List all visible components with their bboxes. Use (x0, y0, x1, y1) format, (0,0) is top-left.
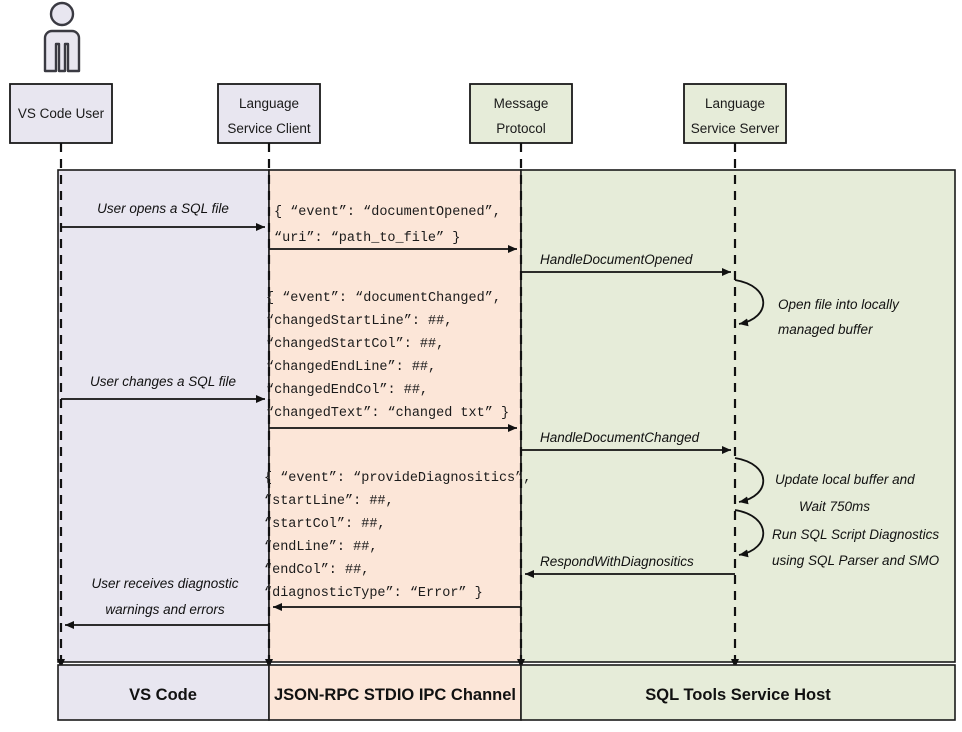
payload-document-changed-json: { “event”: “documentChanged”, “changedSt… (266, 291, 509, 421)
participant-message-protocol[interactable]: Message Protocol (469, 83, 573, 144)
self-call-update-local-buffer[interactable]: Update local buffer and Wait 750ms (734, 457, 915, 514)
band-json-rpc-bg (268, 169, 522, 663)
participant-language-service-client[interactable]: Language Service Client (217, 83, 321, 144)
band-vs-code-bg (57, 169, 270, 663)
self-call-run-sql-script-diagnostics[interactable]: Run SQL Script Diagnostics using SQL Par… (734, 509, 940, 568)
payload-line: “endCol”: ##, (264, 563, 369, 578)
self-call-arrow (734, 279, 765, 327)
self-call-label-line1: Update local buffer and (775, 472, 915, 487)
self-call-label-line1: Run SQL Script Diagnostics (772, 527, 939, 542)
self-call-label-line2: managed buffer (778, 322, 873, 337)
message-label: RespondWithDiagnositics (540, 554, 694, 569)
payload-line: “uri”: “path_to_file” } (274, 231, 460, 246)
message-handle-document-changed[interactable]: HandleDocumentChanged (521, 430, 731, 454)
participant-label-line1: Language (705, 96, 765, 111)
payload-line: { “event”: “provideDiagnositics”, (264, 471, 531, 486)
payload-line: “startCol”: ##, (264, 517, 386, 532)
message-handle-document-opened[interactable]: HandleDocumentOpened (521, 252, 731, 276)
band-sql-tools-bg (520, 169, 956, 663)
payload-document-opened-json: { “event”: “documentOpened”, “uri”: “pat… (274, 205, 501, 246)
participant-box (9, 83, 113, 144)
message-respond-with-diagnositics[interactable]: RespondWithDiagnositics (525, 554, 735, 578)
self-call-label-line2: using SQL Parser and SMO (772, 553, 940, 568)
participant-label-line1: VS Code User (18, 106, 105, 121)
message-user-receives-diagnostics[interactable]: User receives diagnostic warnings and er… (65, 576, 269, 629)
message-user-changes-sql-file[interactable]: User changes a SQL file (61, 374, 265, 403)
participant-label-line2: Service Client (227, 121, 311, 136)
participant-language-service-server[interactable]: Language Service Server (683, 83, 787, 144)
footer-label: JSON-RPC STDIO IPC Channel (274, 686, 516, 704)
footer-box (520, 664, 956, 721)
payload-line: “changedText”: “changed txt” } (266, 406, 509, 421)
self-call-arrow (734, 509, 765, 558)
message-label-line1: User receives diagnostic (91, 576, 238, 591)
participant-label-line2: Service Server (691, 121, 780, 136)
participant-label-line1: Language (239, 96, 299, 111)
message-label: HandleDocumentOpened (540, 252, 693, 267)
payload-line: “changedEndCol”: ##, (266, 383, 428, 398)
payload-line: “changedStartLine”: ##, (266, 314, 452, 329)
message-label-line2: warnings and errors (105, 602, 225, 617)
payload-line: “endLine”: ##, (264, 540, 377, 555)
footer-band-vs-code[interactable]: VS Code (57, 664, 270, 721)
lifelines (59, 143, 737, 668)
footer-band-json-rpc[interactable]: JSON-RPC STDIO IPC Channel (268, 664, 522, 721)
footer-box (57, 664, 270, 721)
payload-line: “startLine”: ##, (264, 494, 394, 509)
footer-label: SQL Tools Service Host (645, 686, 831, 704)
message-label: User opens a SQL file (97, 201, 229, 216)
self-call-label-line1: Open file into locally (778, 297, 900, 312)
self-call-open-file-into-buffer[interactable]: Open file into locally managed buffer (734, 279, 900, 337)
participant-label-line2: Protocol (496, 121, 546, 136)
message-label: HandleDocumentChanged (540, 430, 700, 445)
message-label: User changes a SQL file (90, 374, 236, 389)
payload-line: { “event”: “documentChanged”, (266, 291, 501, 306)
payload-line: “changedStartCol”: ##, (266, 337, 444, 352)
participant-label-line1: Message (494, 96, 549, 111)
self-call-label-line2: Wait 750ms (799, 499, 870, 514)
self-call-arrow (734, 457, 765, 505)
participant-vscode-user[interactable]: VS Code User (9, 83, 113, 144)
message-user-opens-sql-file[interactable]: User opens a SQL file (61, 201, 265, 231)
participant-box (469, 83, 573, 144)
payload-provide-diagnositics-json: { “event”: “provideDiagnositics”, “start… (264, 471, 531, 601)
footer-band-sql-tools-service-host[interactable]: SQL Tools Service Host (520, 664, 956, 721)
band-backgrounds (57, 169, 956, 663)
person-icon (43, 1, 81, 73)
payload-line: “changedEndLine”: ##, (266, 360, 436, 375)
payload-line: { “event”: “documentOpened”, (274, 205, 501, 220)
footer-label: VS Code (129, 686, 197, 704)
payload-line: “diagnosticType”: “Error” } (264, 586, 483, 601)
